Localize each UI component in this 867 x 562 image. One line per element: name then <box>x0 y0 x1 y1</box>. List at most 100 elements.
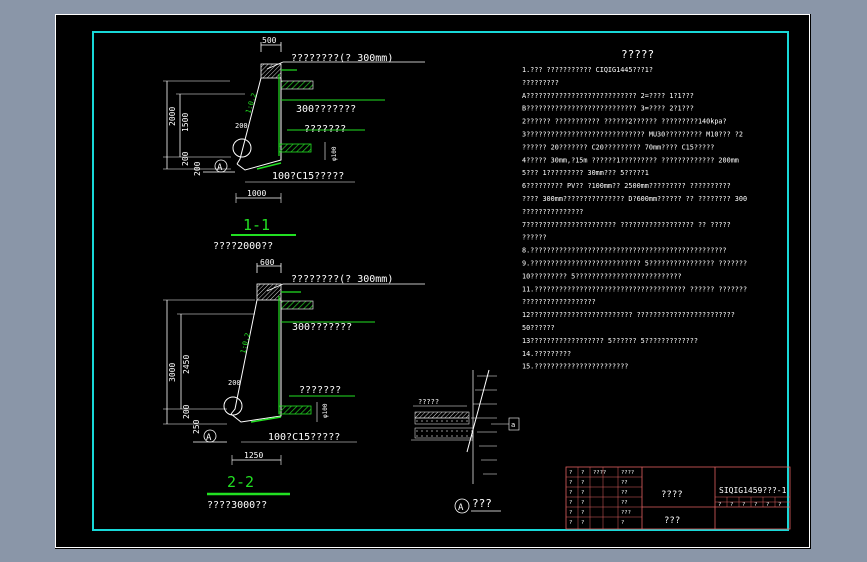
note-line: 2?????? ??????????? ??????2?????? ??????… <box>522 118 727 126</box>
title-block-cell: ?? <box>621 500 628 506</box>
title-block-cell: ? <box>569 480 572 486</box>
s2-label: 2-2 <box>227 473 254 491</box>
title-block-cell: ?? <box>621 480 628 486</box>
s1-dim-wall: 1500 <box>181 113 190 132</box>
s1-drain-note: ??????? <box>304 124 346 135</box>
note-line: 8.??????????????????????????????????????… <box>522 247 727 255</box>
title-block-cell: ? <box>569 520 572 526</box>
note-line: B??????????????????????????? 3=???? 2?1?… <box>522 105 694 113</box>
title-block-right-cell: ? <box>766 502 769 508</box>
s2-marker: A <box>206 433 212 443</box>
note-line: 5??? 1????????? 30mm??? 5?????1 <box>522 169 649 177</box>
detail-note: ????? <box>418 398 439 406</box>
note-line: ????????? <box>522 79 559 87</box>
cad-viewport[interactable]: 500 A <box>55 14 811 549</box>
title-block-cell: ??? <box>621 510 631 516</box>
drawing-number: SIQIG1459???-1 <box>719 486 787 495</box>
s1-label: 1-1 <box>243 216 270 234</box>
s1-wall-cap <box>260 63 282 79</box>
s2-base <box>230 409 282 423</box>
note-line: A??????????????????????????? 2=???? 1?1?… <box>522 92 694 100</box>
s1-fill-note: 300??????? <box>296 104 356 115</box>
note-line: 14.????????? <box>522 350 571 358</box>
title-block-cell: ? <box>569 490 572 496</box>
note-line: 13?????????????????? 5?????? 5??????????… <box>522 337 698 345</box>
title-block-right-cell: ? <box>754 502 757 508</box>
title-block-cell: ???? <box>593 470 606 476</box>
s1-dim-bottom: 1000 <box>247 189 266 198</box>
s1-dim-pipe: φ100 <box>331 146 338 161</box>
title-block-cell: ? <box>581 510 584 516</box>
s1-slope: 1:0.2 <box>244 92 258 115</box>
note-line: ?????????????????? <box>522 298 596 306</box>
s2-caption: ????3000?? <box>207 500 267 511</box>
note-line: 1.??? ??????????? CIQIG1445???1? <box>522 66 653 74</box>
detail-marker: A <box>458 503 464 513</box>
s1-dim-total: 2000 <box>168 107 177 126</box>
title-block-cell: ? <box>569 500 572 506</box>
s2-base-note: 100?C15????? <box>268 432 340 443</box>
detail-ref: a <box>511 421 515 429</box>
title-block-cell: ? <box>581 520 584 526</box>
s2-top-width: 600 <box>260 258 275 267</box>
drawing-border <box>55 14 810 548</box>
s2-slope: 1:0.2 <box>239 332 252 354</box>
note-line: ?????? 20??????? C20????????? 70mm???? C… <box>522 143 714 151</box>
s1-caption: ????2000?? <box>213 241 273 252</box>
s1-base <box>236 154 282 171</box>
s1-top-width: 500 <box>262 36 277 45</box>
title-block-cell: ? <box>569 510 572 516</box>
s2-dim-wall: 2450 <box>182 355 191 374</box>
drawing-name: ???? <box>661 490 683 500</box>
drawing-canvas: 500 A <box>163 36 791 530</box>
section-1-1: 500 A <box>163 36 425 252</box>
note-line: 9.??????????????????????????? 5?????????… <box>522 260 747 268</box>
detail-title: ??? <box>472 497 492 510</box>
title-block-cell: ?? <box>621 490 628 496</box>
section-2-2: 600 A 3000 2450 <box>163 258 425 511</box>
title-block-cell: ? <box>581 490 584 496</box>
title-block-right-cell: ? <box>730 502 733 508</box>
s2-wall-face <box>230 299 258 415</box>
title-block: ???? SIQIG1459???-1 ??? ????????????????… <box>565 466 791 530</box>
s1-dim-base1: 200 <box>181 151 190 166</box>
title-block-right-cells: ?????? <box>718 502 781 508</box>
s1-dim-base2: 200 <box>193 161 202 176</box>
title-block-right-cell: ? <box>778 502 781 508</box>
drawing-subtitle: ??? <box>664 516 680 526</box>
title-block-right-cell: ? <box>742 502 745 508</box>
title-block-cell: ? <box>581 500 584 506</box>
title-block-cell: ? <box>569 470 572 476</box>
note-line: ?????? <box>522 234 547 242</box>
title-block-cell: ? <box>621 520 624 526</box>
s2-fill-note: 300??????? <box>292 322 352 333</box>
note-line: 10????????? 5?????????????????????????? <box>522 272 682 280</box>
title-block-rows: ?????????????????????????????? <box>569 470 634 526</box>
note-line: 7?????????????????????? ????????????????… <box>522 221 731 229</box>
detail-a: ????? a A ??? <box>411 369 520 514</box>
note-line: 15.??????????????????????? <box>522 363 628 371</box>
s2-layer-note: ????????(? 300mm) <box>291 274 393 285</box>
note-line: 4????? 30mm,?15m ??????1????????? ??????… <box>522 156 739 164</box>
s1-dim-side: 200 <box>235 122 248 130</box>
s2-dim-base2: 250 <box>192 419 201 434</box>
general-notes: ????? 1.??? ??????????? CIQIG1445???1? ?… <box>522 48 747 371</box>
drawing-frame <box>92 31 789 531</box>
s1-wall-face <box>236 77 262 165</box>
title-block-cell: ? <box>581 480 584 486</box>
s1-marker: A <box>217 163 223 173</box>
note-line: 3????????????????????????????? MU30?????… <box>522 131 743 139</box>
notes-title: ????? <box>621 48 654 61</box>
note-line: ??????????????? <box>522 208 583 216</box>
s1-layer-note: ????????(? 300mm) <box>291 53 393 64</box>
s1-base-note: 100?C15????? <box>272 171 344 182</box>
note-line: 6????????? PV?? ?100mm?? 2500mm?????????… <box>522 182 731 190</box>
title-block-right-cell: ? <box>718 502 721 508</box>
note-line: 11.?????????????????????????????????????… <box>522 285 747 293</box>
s2-dim-pipe: φ100 <box>322 403 329 418</box>
title-block-cell: ? <box>581 470 584 476</box>
s2-dim-base1: 200 <box>182 404 191 419</box>
s2-dim-side: 200 <box>228 379 241 387</box>
s2-dim-total: 3000 <box>168 363 177 382</box>
note-line: ???? 300mm??????????????? D?600mm?????? … <box>522 195 747 203</box>
